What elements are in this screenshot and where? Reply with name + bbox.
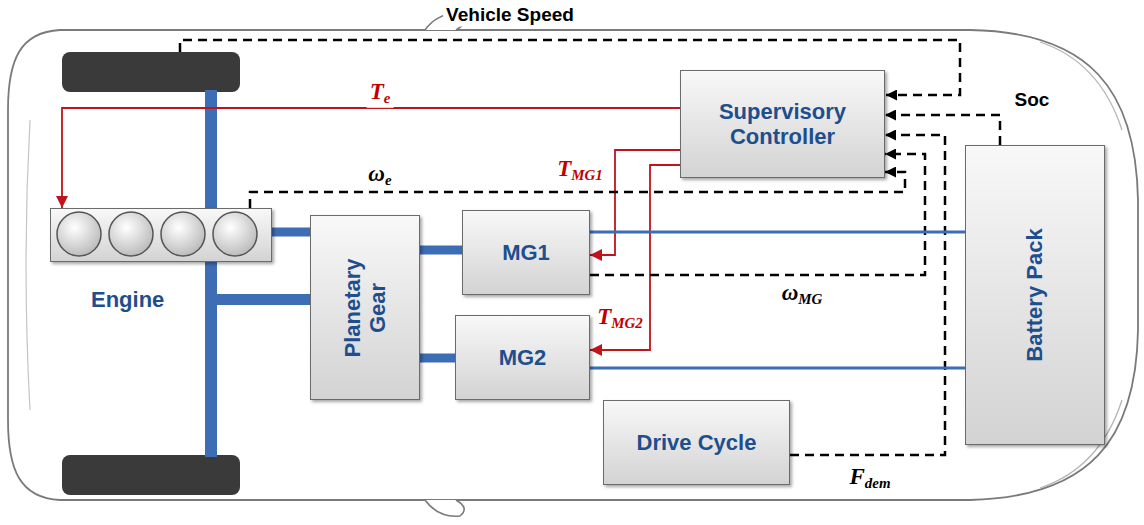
symbol-base: ω xyxy=(782,280,799,305)
signal-name: Vehicle Speed xyxy=(443,4,577,27)
node-label: Supervisory Controller xyxy=(691,99,874,150)
mechanical-shaft xyxy=(420,354,455,363)
power-cable xyxy=(590,367,965,370)
body-line xyxy=(26,120,30,410)
signal-label: TMG2 xyxy=(594,303,646,333)
wheel xyxy=(62,455,240,495)
torque-command-arrow xyxy=(590,165,680,350)
cylinder xyxy=(109,212,153,256)
node-label: Engine xyxy=(91,287,164,312)
cylinder xyxy=(57,212,101,256)
feedback-signal-arrow xyxy=(885,115,1000,145)
symbol-subscript: dem xyxy=(865,475,891,491)
node-label: Battery Pack xyxy=(1022,165,1047,425)
node-label: Drive Cycle xyxy=(637,430,757,455)
motor-generator-box: MG2 xyxy=(455,315,590,400)
symbol-base: ω xyxy=(368,161,385,186)
signal-label: Te xyxy=(367,78,394,108)
side-mirror xyxy=(425,500,464,516)
symbol-subscript: e xyxy=(384,90,391,106)
battery-pack-box: Battery Pack xyxy=(965,145,1105,445)
node-label: MG2 xyxy=(499,345,547,370)
symbol-base: F xyxy=(849,464,864,489)
power-cable xyxy=(590,231,965,234)
symbol-subscript: MG1 xyxy=(571,167,603,183)
mechanical-shaft xyxy=(420,246,462,255)
cylinder xyxy=(161,212,205,256)
signal-label: Soc xyxy=(1012,89,1053,112)
symbol-base: T xyxy=(557,156,571,181)
axle xyxy=(205,90,217,457)
node-label: MG1 xyxy=(502,240,550,265)
body-line xyxy=(1040,42,1122,130)
controller-box: Supervisory Controller xyxy=(680,70,885,178)
planetary-gear-box: Planetary Gear xyxy=(310,215,420,400)
signal-label: TMG1 xyxy=(554,155,606,185)
signal-label: ωMG xyxy=(779,279,826,309)
signal-label: Fdem xyxy=(846,463,893,493)
symbol-subscript: e xyxy=(385,172,392,188)
symbol-subscript: MG xyxy=(798,291,822,307)
node-label: Planetary Gear xyxy=(340,248,391,368)
drive-cycle-box: Drive Cycle xyxy=(603,400,790,485)
cylinder xyxy=(213,212,257,256)
car-body xyxy=(8,30,1138,500)
mechanical-shaft xyxy=(272,228,310,237)
feedback-signal-arrow xyxy=(790,135,945,455)
signal-label: ωe xyxy=(365,160,394,190)
wheel xyxy=(62,52,240,92)
engine-block: Engine xyxy=(50,208,272,262)
symbol-base: T xyxy=(370,79,384,104)
symbol-base: T xyxy=(597,304,611,329)
engine-cylinders xyxy=(51,209,271,261)
symbol-subscript: MG2 xyxy=(611,315,643,331)
drive-shaft xyxy=(211,294,311,305)
motor-generator-box: MG1 xyxy=(462,210,590,295)
